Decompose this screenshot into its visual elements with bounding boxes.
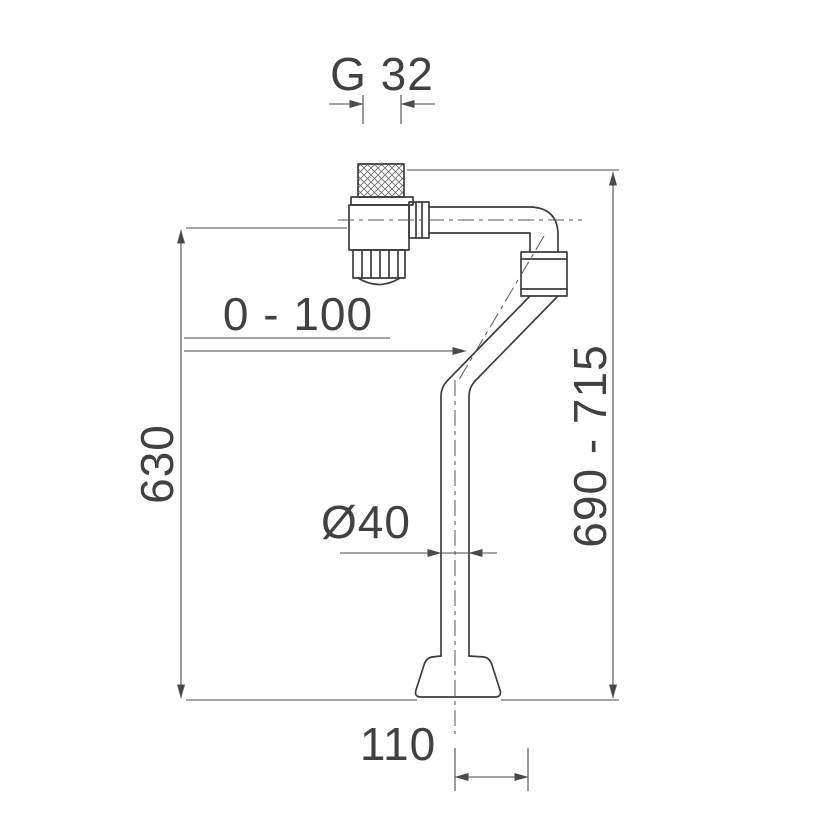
- dim-690-extension-lines: [407, 169, 619, 701]
- slant-pipe-left-edge: [440, 295, 531, 657]
- dim-thread-extension-lines: [362, 95, 402, 124]
- slant-pipe-right-edge: [468, 295, 559, 657]
- dim-630-extension-lines: [186, 227, 417, 701]
- trap-cup: [348, 204, 410, 251]
- dimension-lines: [177, 95, 619, 791]
- trap-nut: [352, 249, 406, 279]
- thread-section: [357, 163, 405, 198]
- dimension-labels: G 32 0 - 100 630 690 - 715 Ø40 110: [131, 48, 616, 770]
- pipe-assembly: [348, 163, 568, 698]
- horizontal-pipe: [428, 206, 533, 234]
- centerline-slant: [456, 235, 545, 384]
- trap-cap: [357, 277, 401, 286]
- coupling-nut-lines: [520, 258, 568, 290]
- dim-110-extension-lines: [454, 748, 529, 791]
- trap-flange: [350, 196, 414, 206]
- dim-label-diameter: Ø40: [321, 496, 411, 548]
- centerlines: [338, 219, 582, 734]
- dim-label-thread: G 32: [330, 48, 434, 100]
- dim-label-offset-range: 0 - 100: [223, 288, 373, 340]
- elbow: [529, 206, 559, 253]
- trap-nut-facets: [361, 249, 399, 279]
- dim-label-height-right: 690 - 715: [564, 344, 616, 547]
- dim-label-height-left: 630: [131, 424, 183, 504]
- dim-label-base-offset: 110: [360, 718, 436, 770]
- base-cone: [414, 655, 502, 698]
